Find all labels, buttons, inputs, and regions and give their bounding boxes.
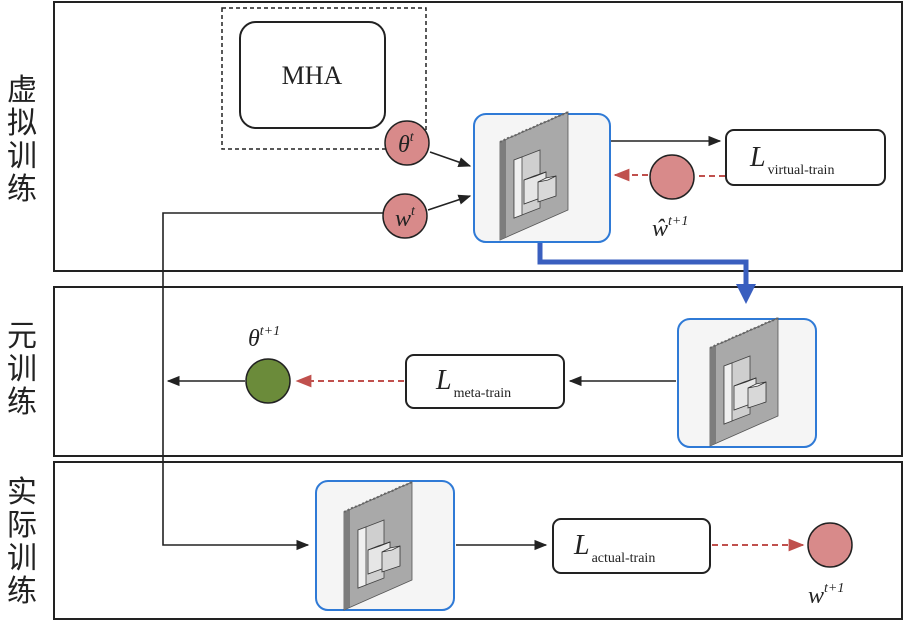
- theta-t-sup: t: [410, 130, 415, 145]
- actual-label-1: 实: [7, 475, 37, 510]
- actual-label-3: 训: [7, 541, 37, 576]
- svg-text:wt+1: wt+1: [808, 581, 844, 609]
- l-virtual-sub: virtual-train: [768, 163, 835, 178]
- theta-t1-node: [245, 358, 291, 404]
- w-t1-base: w: [808, 583, 824, 609]
- actual-training-panel: [53, 461, 903, 620]
- mha-box: [239, 21, 386, 129]
- w-hat-base: ŵ: [652, 216, 668, 242]
- mha-label: MHA: [282, 61, 343, 90]
- meta-label-2: 训: [7, 352, 37, 387]
- l-virtual-base: L: [749, 142, 766, 173]
- l-actual-sub: actual-train: [592, 551, 656, 566]
- w-hat-node: [649, 154, 695, 200]
- mha-dashed-frame: [221, 7, 427, 150]
- w-t-route-line: [162, 212, 383, 551]
- l-actual-box: [552, 518, 711, 574]
- w-to-model-arrow: [427, 194, 472, 211]
- theta-to-model-arrow: [429, 151, 472, 168]
- virtual-label-3: 训: [7, 139, 37, 174]
- theta-t1-sup: t+1: [260, 324, 280, 339]
- w-t-sup: t: [411, 204, 416, 219]
- w-t-node: [382, 193, 428, 239]
- meta-label-3: 练: [7, 385, 37, 420]
- virtual-label-2: 拟: [7, 106, 37, 141]
- w-hat-sup: t+1: [668, 214, 688, 229]
- w-t1-node: [807, 522, 853, 568]
- svg-text:θt: θt: [398, 130, 415, 158]
- actual-label-2: 际: [7, 508, 37, 543]
- meta-training-panel: [53, 286, 903, 457]
- theta-t-node: [384, 120, 430, 166]
- svg-text:wt: wt: [395, 204, 416, 232]
- virtual-to-meta-flow: [537, 243, 756, 304]
- theta-t-base: θ: [398, 132, 410, 158]
- theta-t1-base: θ: [248, 326, 260, 352]
- l-meta-base: L: [435, 365, 452, 396]
- l-meta-sub: meta-train: [454, 386, 512, 401]
- virtual-label-1: 虚: [7, 73, 37, 108]
- meta-label-1: 元: [7, 319, 37, 354]
- w-t-base: w: [395, 206, 411, 232]
- l-meta-box: [405, 354, 565, 409]
- virtual-training-panel: [53, 1, 903, 272]
- actual-label-4: 练: [7, 574, 37, 609]
- virtual-label-4: 练: [7, 172, 37, 207]
- svg-text:ŵt+1: ŵt+1: [652, 214, 688, 242]
- svg-text:θt+1: θt+1: [248, 324, 280, 352]
- w-t1-sup: t+1: [824, 581, 844, 596]
- l-actual-base: L: [573, 530, 590, 561]
- l-virtual-box: [725, 129, 886, 186]
